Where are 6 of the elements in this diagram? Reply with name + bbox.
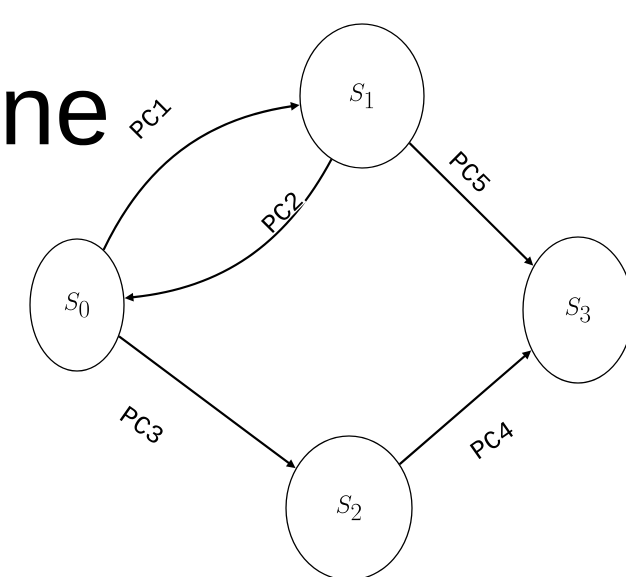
edge-label: PC4 [466,418,518,462]
edge-label: PC5 [446,148,494,196]
heading-fragment: ne [6,90,106,146]
edge-label: PC1 [126,94,174,142]
edge-label: PC3 [116,403,168,447]
edge-label: PC2 [258,188,306,236]
